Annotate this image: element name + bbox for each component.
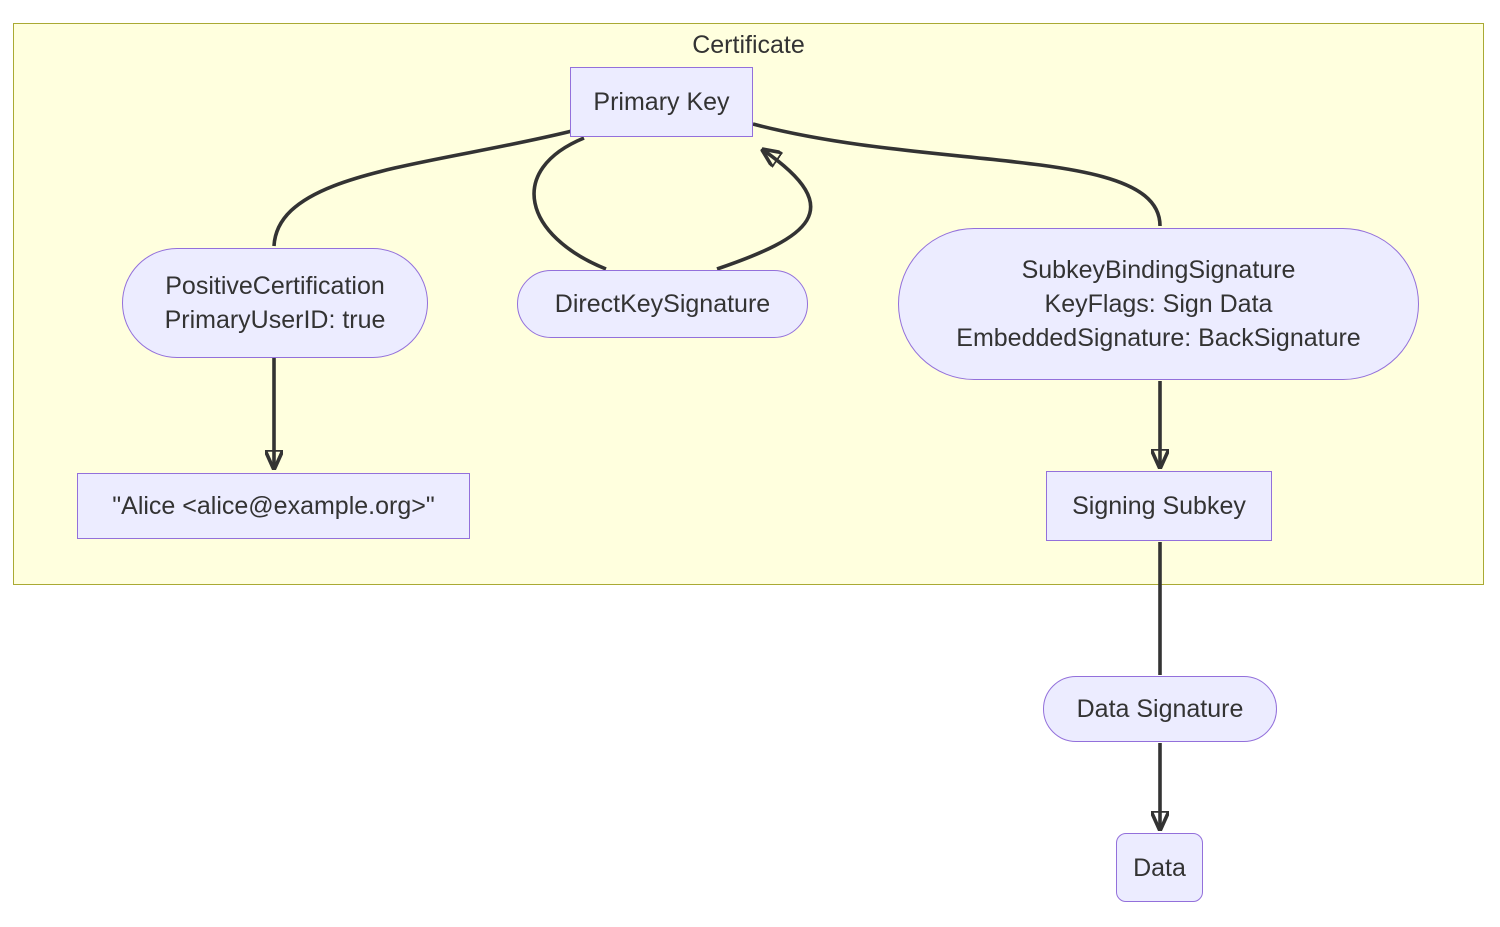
- node-positive-certification-line1: PositiveCertification: [165, 272, 385, 300]
- node-subkey-binding-signature: SubkeyBindingSignature KeyFlags: Sign Da…: [898, 228, 1419, 380]
- node-signing-subkey-label: Signing Subkey: [1072, 492, 1246, 520]
- node-primary-key-label: Primary Key: [593, 88, 730, 116]
- node-subkey-binding-signature-line3: EmbeddedSignature: BackSignature: [956, 324, 1361, 352]
- node-primary-key: Primary Key: [570, 67, 753, 137]
- node-user-id: "Alice <alice@example.org>": [77, 473, 470, 539]
- node-data-signature: Data Signature: [1043, 676, 1277, 742]
- node-signing-subkey: Signing Subkey: [1046, 471, 1272, 541]
- node-data-label: Data: [1133, 853, 1186, 882]
- node-positive-certification-line2: PrimaryUserID: true: [164, 306, 386, 334]
- node-direct-key-signature: DirectKeySignature: [517, 270, 808, 338]
- node-positive-certification: PositiveCertification PrimaryUserID: tru…: [122, 248, 428, 358]
- node-subkey-binding-signature-line2: KeyFlags: Sign Data: [1044, 290, 1273, 318]
- node-data: Data: [1116, 833, 1203, 902]
- node-data-signature-label: Data Signature: [1076, 695, 1244, 723]
- node-user-id-label: "Alice <alice@example.org>": [112, 492, 435, 520]
- certificate-cluster-label: Certificate: [692, 31, 805, 59]
- node-subkey-binding-signature-line1: SubkeyBindingSignature: [1021, 256, 1296, 284]
- node-direct-key-signature-label: DirectKeySignature: [554, 290, 771, 318]
